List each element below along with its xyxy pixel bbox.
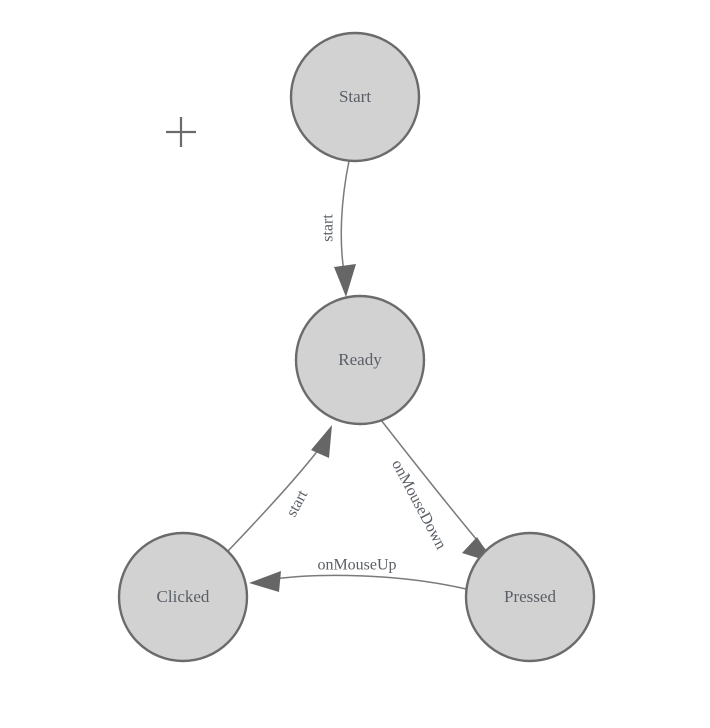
node-pressed-circle[interactable] [464, 531, 596, 663]
edge-label-clicked-to-ready: start [283, 487, 311, 520]
edge-start-to-ready-path [340, 160, 350, 273]
node-start[interactable]: Start [289, 31, 421, 163]
edge-start-to-ready-arrowhead [334, 264, 356, 297]
node-clicked-circle[interactable] [117, 531, 249, 663]
edge-clicked-to-ready[interactable] [226, 425, 332, 553]
node-clicked[interactable]: Clicked [117, 531, 249, 663]
edge-ready-to-pressed[interactable] [380, 419, 494, 563]
node-ready-circle[interactable] [294, 294, 426, 426]
edge-pressed-to-clicked[interactable] [249, 571, 467, 592]
edge-pressed-to-clicked-arrowhead [249, 571, 281, 592]
edge-label-pressed-to-clicked: onMouseUp [317, 557, 396, 574]
edge-label-ready-to-pressed: onMouseDown [388, 457, 449, 552]
node-ready[interactable]: Ready [294, 294, 426, 426]
edge-clicked-to-ready-arrowhead [311, 425, 332, 458]
edge-start-to-ready[interactable] [334, 160, 356, 297]
edge-clicked-to-ready-path [226, 444, 323, 553]
edge-ready-to-pressed-path [380, 419, 488, 553]
crosshair-icon [166, 117, 196, 147]
node-start-circle[interactable] [289, 31, 421, 163]
node-pressed[interactable]: Pressed [464, 531, 596, 663]
edge-pressed-to-clicked-path [265, 574, 467, 590]
edge-label-start-to-ready: start [320, 214, 337, 242]
